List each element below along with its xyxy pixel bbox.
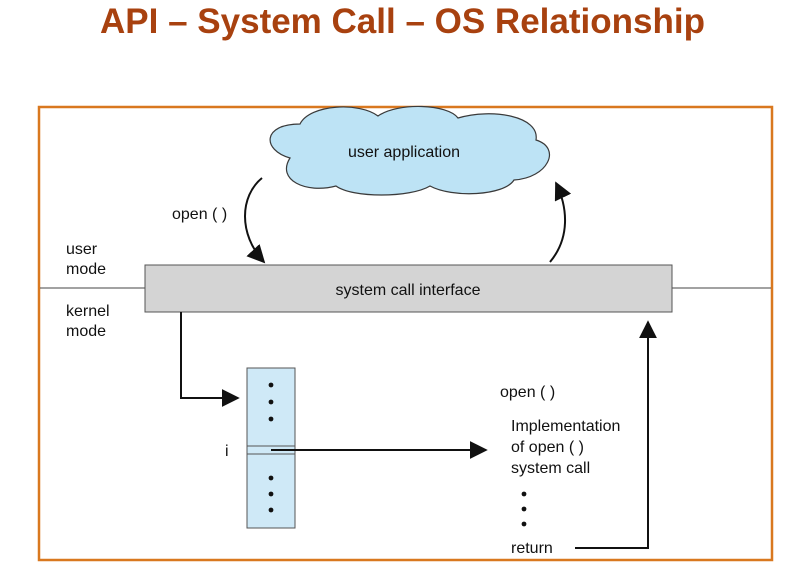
kernel-mode-line-1: kernel [66, 303, 110, 320]
return-to-app-arrow [549, 181, 572, 263]
table-dot [268, 475, 274, 481]
return-label: return [511, 540, 553, 557]
table-dot [268, 416, 274, 422]
return-to-interface-arrow [575, 320, 657, 549]
system-call-table [246, 367, 296, 529]
table-dot [268, 507, 274, 513]
kernel-mode-label: kernel mode [66, 303, 114, 340]
table-dot [268, 399, 274, 405]
kernel-mode-line-2: mode [66, 323, 106, 340]
user-mode-label: user mode [66, 241, 106, 278]
user-application-label: user application [348, 144, 460, 161]
impl-dot [521, 506, 527, 512]
slide-title: API – System Call – OS Relationship [100, 2, 705, 41]
impl-heading: open ( ) [500, 384, 555, 401]
user-mode-line-1: user [66, 241, 98, 258]
user-application-cloud [269, 105, 550, 196]
interface-to-table-arrow [180, 312, 240, 407]
table-index-label: i [225, 443, 229, 460]
system-call-interface-label: system call interface [336, 282, 481, 299]
impl-line-3: system call [511, 460, 590, 477]
open-call-label: open ( ) [172, 206, 227, 223]
impl-line-1: Implementation [511, 418, 620, 435]
system-call-interface-box [144, 264, 673, 313]
impl-dot [521, 491, 527, 497]
impl-dot [521, 521, 527, 527]
impl-description: Implementation of open ( ) system call [511, 418, 625, 477]
user-mode-line-2: mode [66, 261, 106, 278]
table-dot [268, 382, 274, 388]
impl-line-2: of open ( ) [511, 439, 584, 456]
table-dot [268, 491, 274, 497]
open-call-arrow [244, 177, 266, 264]
